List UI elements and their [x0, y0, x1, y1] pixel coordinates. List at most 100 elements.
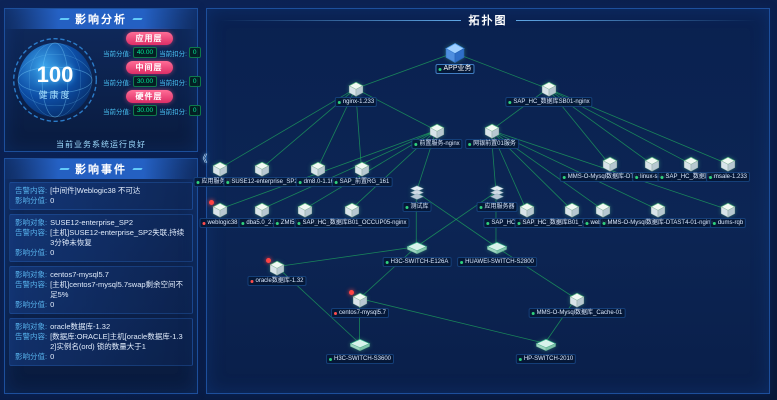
server-cube-icon	[602, 156, 618, 172]
event-content-label: 告警内容:	[15, 332, 48, 341]
node-status-dot-icon	[275, 221, 279, 225]
header-line	[515, 19, 757, 21]
node-status-dot-icon	[712, 221, 716, 225]
panel-title: 拓扑图	[468, 15, 508, 27]
impact-analysis-panel: 影响分析 100 健康度	[4, 8, 201, 152]
event-score-value: 0	[50, 300, 55, 309]
event-score-row: 影响分值:0	[15, 352, 187, 362]
event-content-value: [中间件]Weblogic38 不可达	[50, 186, 141, 195]
analysis-body: 100 健康度 应用层 当前分值: 40.00 当前扣分: 0 中间层 当前分值…	[5, 29, 201, 151]
health-score-label: 健康度	[38, 90, 72, 100]
switch-icon	[535, 338, 557, 352]
header-accent-icon	[132, 18, 143, 20]
impact-events-header: 影响事件	[5, 159, 197, 179]
node-status-dot-icon	[405, 205, 409, 209]
event-target-row: 影响对象:SUSE12-enterprise_SP2	[15, 218, 187, 228]
node-status-dot-icon	[298, 180, 302, 184]
node-status-dot-icon	[297, 221, 301, 225]
node-status-dot-icon	[414, 142, 418, 146]
score-label: 当前分值:	[103, 79, 131, 87]
event-score-label: 影响分值:	[15, 248, 48, 257]
header-accent-icon	[132, 168, 143, 170]
event-score-row: 影响分值:0	[15, 300, 187, 310]
server-cube-icon	[254, 202, 270, 218]
node-status-dot-icon	[385, 260, 389, 264]
node-status-dot-icon	[486, 221, 490, 225]
node-status-dot-icon	[531, 311, 535, 315]
layer-hardware: 硬件层 当前分值: 30.00 当前扣分: 0	[103, 90, 201, 116]
event-target-value: oracle数据库-1.32	[50, 322, 111, 331]
deduct-value: 0	[188, 76, 201, 87]
node-status-dot-icon	[226, 180, 230, 184]
topology-node-label: SAP_HC_数据库SB01-nginx	[505, 97, 593, 107]
panel-title: 影响事件	[75, 164, 127, 176]
server-cube-icon	[429, 123, 445, 139]
topology-node-label: SUSE12-enterprise_SP2	[223, 177, 301, 187]
topology-node-label: SAP_前置RG_161	[331, 177, 393, 187]
topology-node-label: H3C-SWITCH-S3600	[325, 354, 395, 364]
topology-node-label: dums-rqb	[709, 218, 747, 228]
score-value: 30.00	[132, 105, 158, 116]
topology-node-label: H3C-SWITCH-E126A	[382, 257, 452, 267]
event-content-label: 告警内容:	[15, 228, 48, 237]
header-accent-icon	[59, 168, 70, 170]
deduct-label: 当前扣分:	[159, 79, 187, 87]
topology-node-label: MMS-O-Mysql数据库-DTAST4-01-nginx	[599, 218, 717, 228]
server-cube-icon	[595, 202, 611, 218]
server-cube-icon	[541, 81, 557, 97]
event-content-row: 告警内容:[中间件]Weblogic38 不可达	[15, 186, 187, 196]
stack-icon	[489, 184, 505, 202]
collapse-sidebar-button[interactable]: 《	[197, 154, 208, 165]
event-score-label: 影响分值:	[15, 196, 48, 205]
event-target-label: 影响对象:	[15, 270, 48, 279]
topology-header: 拓扑图	[207, 11, 769, 29]
node-status-dot-icon	[562, 175, 566, 179]
layer-name-badge: 中间层	[125, 61, 173, 74]
server-cube-icon	[650, 202, 666, 218]
topology-node-label: HP-SWITCH-2010	[515, 354, 577, 364]
node-status-dot-icon	[334, 180, 338, 184]
server-cube-icon	[354, 161, 370, 177]
event-score-label: 影响分值:	[15, 352, 48, 361]
switch-icon	[486, 241, 508, 255]
topology-node-label: APP业务	[435, 64, 475, 74]
event-score-value: 0	[50, 196, 55, 205]
event-target-label: 影响对象:	[15, 218, 48, 227]
panel-title: 影响分析	[75, 14, 127, 26]
event-content-value: [数据库:ORACLE]主机[oracle数据库-1.32]实例名(ord) 锁…	[50, 332, 183, 351]
score-label: 当前分值:	[103, 108, 131, 116]
server-cube-icon	[569, 292, 585, 308]
layer-name-badge: 应用层	[125, 32, 173, 45]
score-label: 当前分值:	[103, 50, 131, 58]
stack-icon	[409, 184, 425, 202]
app-icon	[445, 43, 466, 64]
deduct-label: 当前扣分:	[159, 108, 187, 116]
system-status-text: 当前业务系统运行良好	[56, 140, 146, 149]
event-content-value: [主机]centos7-mysql5.7swap剩余空间不足5%	[50, 280, 184, 299]
server-cube-icon	[564, 202, 580, 218]
node-status-dot-icon	[479, 205, 483, 209]
node-status-dot-icon	[460, 260, 464, 264]
event-item[interactable]: 告警内容:[中间件]Weblogic38 不可达影响分值:0	[9, 182, 193, 210]
node-status-dot-icon	[508, 100, 512, 104]
topology-node-label: 测试库	[402, 202, 432, 212]
header-line	[219, 19, 461, 21]
server-cube-icon	[644, 156, 660, 172]
node-status-dot-icon	[660, 175, 664, 179]
event-score-row: 影响分值:0	[15, 196, 187, 206]
topology-node-label: centos7-mysql5.7	[330, 308, 390, 318]
event-target-row: 影响对象:centos7-mysql5.7	[15, 270, 187, 280]
layer-stats: 应用层 当前分值: 40.00 当前扣分: 0 中间层 当前分值: 30.00 …	[103, 32, 201, 119]
server-cube-icon	[212, 202, 228, 218]
node-status-dot-icon	[468, 142, 472, 146]
node-status-dot-icon	[708, 175, 712, 179]
event-content-row: 告警内容:[数据库:ORACLE]主机[oracle数据库-1.32]实例名(o…	[15, 332, 187, 352]
event-content-row: 告警内容:[主机]SUSE12-enterprise_SP2失联,持续3分钟未恢…	[15, 228, 187, 248]
node-status-dot-icon	[328, 357, 332, 361]
